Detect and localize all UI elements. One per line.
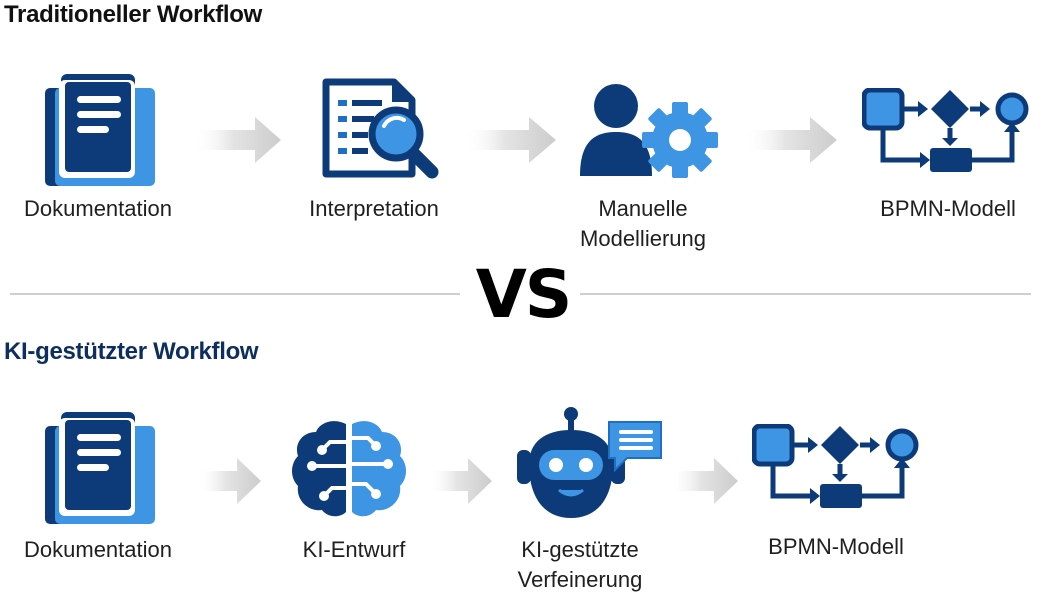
divider-right	[580, 293, 1031, 295]
documents-icon	[45, 412, 155, 524]
flow-arrow	[743, 115, 839, 170]
flow-arrow	[670, 456, 740, 511]
flow-arrow	[197, 456, 263, 511]
step-label: KI-Entwurf	[302, 537, 406, 562]
user-gear-icon	[580, 82, 718, 182]
robot-chat-icon	[515, 406, 665, 520]
flow-arrow	[193, 115, 283, 170]
versus-label: VS	[475, 256, 573, 333]
ai-brain-icon	[290, 418, 408, 518]
step-label: Dokumentation	[24, 196, 172, 221]
step-label: Interpretation	[309, 196, 439, 221]
document-search-icon	[322, 78, 440, 182]
ai-workflow-title: KI-gestützter Workflow	[4, 338, 259, 365]
flow-arrow	[428, 456, 494, 511]
step-label: BPMN-Modell	[880, 196, 1016, 221]
flow-arrow	[463, 115, 558, 170]
step-label: BPMN-Modell	[768, 534, 904, 559]
step-label: Dokumentation	[24, 537, 172, 562]
bpmn-diagram-icon	[752, 424, 922, 512]
traditional-workflow-title: Traditioneller Workflow	[4, 1, 263, 28]
bpmn-diagram-icon	[862, 88, 1032, 176]
documents-icon	[45, 74, 155, 186]
divider-left	[10, 293, 460, 295]
